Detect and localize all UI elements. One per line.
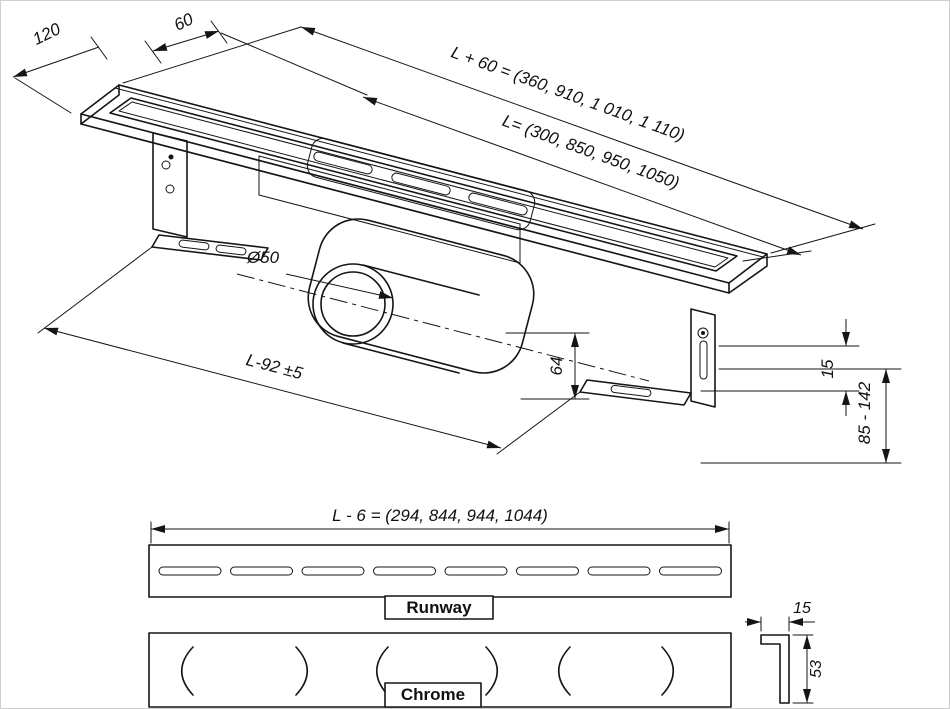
centerline [236,273,650,382]
grate-profile-section: 15 53 [745,600,825,704]
dim-depth-label: 64 [547,357,566,376]
dimensions-iso: 120 60 L + 60 = (360, 910, 1 010, 1 110)… [12,9,902,464]
dim-outlet-label: Ø50 [246,248,280,267]
siphon-trap [236,155,650,382]
channel-body [80,84,768,294]
left-mounting-bracket [151,132,269,261]
runway-label: Runway [406,598,472,617]
dim-grate-length-label: L - 6 = (294, 844, 944, 1044) [332,506,548,525]
dim-width-label: 120 [30,19,64,49]
dim-offset-label: 15 [818,359,837,378]
grate-length-dimension: L - 6 = (294, 844, 944, 1044) [150,506,730,544]
chrome-label-box [384,682,482,708]
chrome-label: Chrome [401,685,465,704]
profile-width-label: 15 [793,600,811,617]
dim-length-overall-label: L + 60 = (360, 910, 1 010, 1 110) [449,43,688,145]
profile-height-label: 53 [808,660,825,678]
grate-chrome: Chrome [148,632,732,708]
right-mounting-bracket [579,308,716,408]
dim-height-range-label: 85 - 142 [855,381,874,444]
runway-label-box [384,595,494,620]
dim-bracket-span-label: L-92 ±5 [244,350,305,383]
dim-flange-label: 60 [171,9,197,35]
grate-runway: Runway [148,544,732,620]
